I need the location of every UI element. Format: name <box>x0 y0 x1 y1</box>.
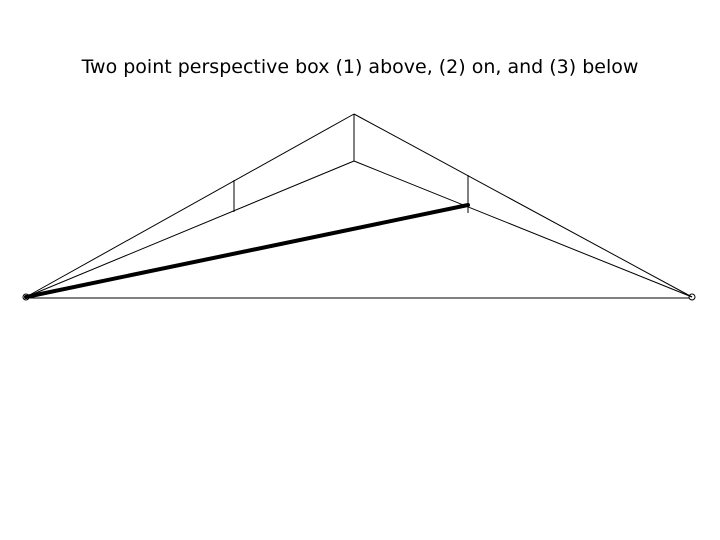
top-left-converging-line <box>25 113 355 298</box>
slide-title: Two point perspective box (1) above, (2)… <box>81 56 639 78</box>
top-right-converging-line <box>353 113 693 298</box>
bottom-left-converging-line <box>25 160 355 298</box>
bold-converging-line <box>24 203 470 299</box>
bottom-right-converging-line <box>353 160 693 298</box>
